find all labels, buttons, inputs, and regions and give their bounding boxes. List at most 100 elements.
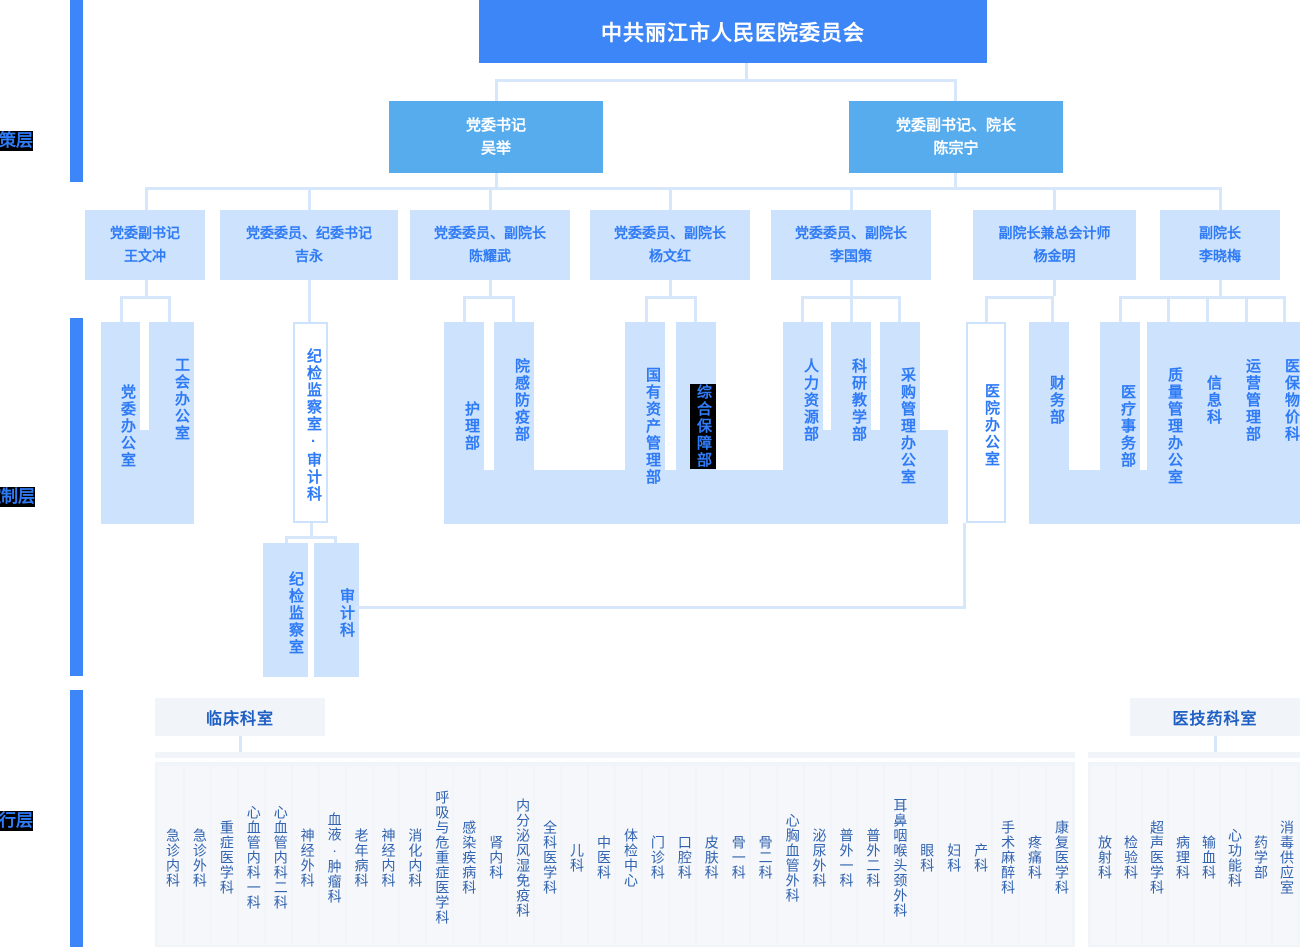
- clinical-department-item[interactable]: 普外二科: [858, 766, 884, 945]
- medtech-department-item[interactable]: 检验科: [1117, 766, 1141, 945]
- medtech-department-item[interactable]: 心功能科: [1221, 766, 1245, 945]
- clinical-department-item[interactable]: 康复医学科: [1047, 766, 1072, 945]
- clinical-department-item[interactable]: 神经外科: [292, 766, 318, 945]
- dept-box-1[interactable]: 党委办公室: [101, 322, 140, 524]
- dept-box-5[interactable]: 院感防疫部: [494, 322, 534, 472]
- clinical-department-item[interactable]: 皮肤科: [696, 766, 722, 945]
- dept-box-7[interactable]: 综合保障部: [676, 322, 716, 524]
- dept-box-9[interactable]: 科研教学部: [831, 322, 871, 472]
- dept-box-13[interactable]: 医疗事务部: [1100, 322, 1140, 524]
- exec-item-label: 康复医学科: [1053, 820, 1070, 895]
- clinical-department-item[interactable]: 心胸血管外科: [777, 766, 803, 945]
- medtech-department-item[interactable]: 超声医学科: [1143, 766, 1167, 945]
- node-level3-5[interactable]: 党委委员、副院长 李国策: [771, 210, 931, 280]
- connector-l3-drop-3: [489, 187, 492, 210]
- clinical-department-item[interactable]: 消化内科: [400, 766, 426, 945]
- connector-medtech-down: [1214, 736, 1217, 752]
- node-title: 党委副书记、院长: [895, 117, 1016, 134]
- dept-box-11[interactable]: 医院办公室: [966, 322, 1006, 523]
- exec-item-label: 体检中心: [622, 827, 639, 888]
- sub-dept-box-2[interactable]: 审计科: [314, 543, 359, 677]
- clinical-department-item[interactable]: 手术麻醉科: [993, 766, 1019, 945]
- dept-box-14[interactable]: 质量管理办公室: [1147, 322, 1187, 524]
- dept-label: 工会办公室: [173, 356, 190, 442]
- dept-label: 医院办公室: [983, 383, 1000, 468]
- dept-box-2[interactable]: 工会办公室: [149, 322, 194, 470]
- node-level3-6[interactable]: 副院长兼总会计师 杨金明: [973, 210, 1136, 280]
- exec-item-label: 神经外科: [299, 827, 316, 888]
- clinical-department-item[interactable]: 感染疾病科: [454, 766, 480, 945]
- dept-label: 科研教学部: [850, 357, 867, 443]
- clinical-department-item[interactable]: 呼吸与危重症医学科: [427, 766, 453, 945]
- clinical-department-item[interactable]: 妇科: [939, 766, 965, 945]
- dept-box-15[interactable]: 信息科: [1186, 322, 1226, 472]
- root-node[interactable]: 中共丽江市人民医院委员会: [479, 0, 987, 63]
- node-deputy-secretary-president[interactable]: 党委副书记、院长 陈宗宁: [849, 101, 1063, 173]
- node-level3-2[interactable]: 党委委员、纪委书记 吉永: [220, 210, 398, 280]
- clinical-department-item[interactable]: 疼痛科: [1020, 766, 1046, 945]
- clinical-department-item[interactable]: 泌尿外科: [804, 766, 830, 945]
- exec-item-label: 门诊科: [649, 835, 666, 880]
- medtech-department-item[interactable]: 放射科: [1091, 766, 1115, 945]
- clinical-department-item[interactable]: 肾内科: [481, 766, 507, 945]
- dept-label: 纪检监察室·审计科: [305, 348, 322, 503]
- exec-item-label: 急诊外科: [191, 827, 208, 888]
- clinical-department-item[interactable]: 内分泌风湿免疫科: [508, 766, 534, 945]
- clinical-department-item[interactable]: 神经内科: [373, 766, 399, 945]
- clinical-department-item[interactable]: 耳鼻咽喉头颈外科: [885, 766, 911, 945]
- clinical-department-item[interactable]: 眼科: [912, 766, 938, 945]
- dept-label: 采购管理办公室: [899, 366, 916, 486]
- connector-g5-a: [801, 296, 804, 322]
- clinical-department-item[interactable]: 急诊内科: [158, 766, 183, 945]
- connector-l3-drop-2: [308, 187, 311, 210]
- medtech-department-item[interactable]: 病理科: [1169, 766, 1193, 945]
- clinical-department-item[interactable]: 心血管内科一科: [238, 766, 264, 945]
- clinical-department-item[interactable]: 产科: [966, 766, 992, 945]
- dept-box-17[interactable]: 医保物价科: [1264, 322, 1300, 472]
- medtech-department-item[interactable]: 药学部: [1247, 766, 1271, 945]
- clinical-department-item[interactable]: 重症医学科: [211, 766, 237, 945]
- connector-level2-bus: [495, 79, 957, 82]
- clinical-department-item[interactable]: 体检中心: [616, 766, 641, 945]
- node-title: 党委委员、纪委书记: [246, 225, 372, 241]
- connector-l3-drop-5: [850, 187, 853, 210]
- clinical-department-item[interactable]: 门诊科: [642, 766, 668, 945]
- dept-box-8[interactable]: 人力资源部: [783, 322, 823, 472]
- clinical-department-item[interactable]: 血液·肿瘤科: [319, 766, 345, 945]
- clinical-department-item[interactable]: 全科医学科: [535, 766, 561, 945]
- node-level3-7[interactable]: 副院长 李晓梅: [1160, 210, 1280, 280]
- node-level3-1[interactable]: 党委副书记 王文冲: [85, 210, 205, 280]
- sub-dept-box-1[interactable]: 纪检监察室: [263, 543, 308, 677]
- medtech-department-item[interactable]: 输血科: [1195, 766, 1219, 945]
- node-level3-4[interactable]: 党委委员、副院长 杨文红: [590, 210, 750, 280]
- clinical-department-item[interactable]: 骨一科: [723, 766, 749, 945]
- dept-box-16[interactable]: 运营管理部: [1225, 322, 1265, 472]
- node-party-secretary[interactable]: 党委书记 吴举: [389, 101, 603, 173]
- dept-box-3[interactable]: 纪检监察室·审计科: [293, 322, 328, 523]
- medtech-department-item[interactable]: 消毒供应室: [1273, 766, 1297, 945]
- node-title: 党委委员、副院长: [434, 225, 546, 241]
- dept-box-6[interactable]: 国有资产管理部: [625, 322, 665, 524]
- dept-box-10[interactable]: 采购管理办公室: [880, 322, 920, 524]
- clinical-department-item[interactable]: 骨二科: [750, 766, 776, 945]
- clinical-department-item[interactable]: 普外一科: [831, 766, 857, 945]
- dept-box-12[interactable]: 财务部: [1029, 322, 1069, 472]
- node-title: 党委副书记: [110, 225, 180, 241]
- connector-level3-bus: [145, 187, 1220, 190]
- connector-g6-bus: [985, 296, 1054, 299]
- dept-box-4[interactable]: 护理部: [444, 322, 484, 524]
- exec-item-label: 药学部: [1253, 835, 1269, 880]
- clinical-department-item[interactable]: 中医科: [589, 766, 614, 945]
- node-level3-3[interactable]: 党委委员、副院长 陈耀武: [410, 210, 570, 280]
- decision-layer-rail: [70, 0, 83, 182]
- connector-l3-drop-6: [1053, 187, 1056, 210]
- dept-label: 党委办公室: [119, 383, 136, 469]
- clinical-department-item[interactable]: 心血管内科二科: [265, 766, 291, 945]
- clinical-department-item[interactable]: 急诊外科: [184, 766, 210, 945]
- clinical-department-item[interactable]: 口腔科: [669, 766, 695, 945]
- exec-item-label: 耳鼻咽喉头颈外科: [892, 797, 909, 918]
- connector-l2-left-down: [495, 173, 498, 187]
- clinical-department-item[interactable]: 老年病科: [346, 766, 372, 945]
- clinical-department-item[interactable]: 儿科: [562, 766, 588, 945]
- connector-g7-c: [1206, 296, 1209, 322]
